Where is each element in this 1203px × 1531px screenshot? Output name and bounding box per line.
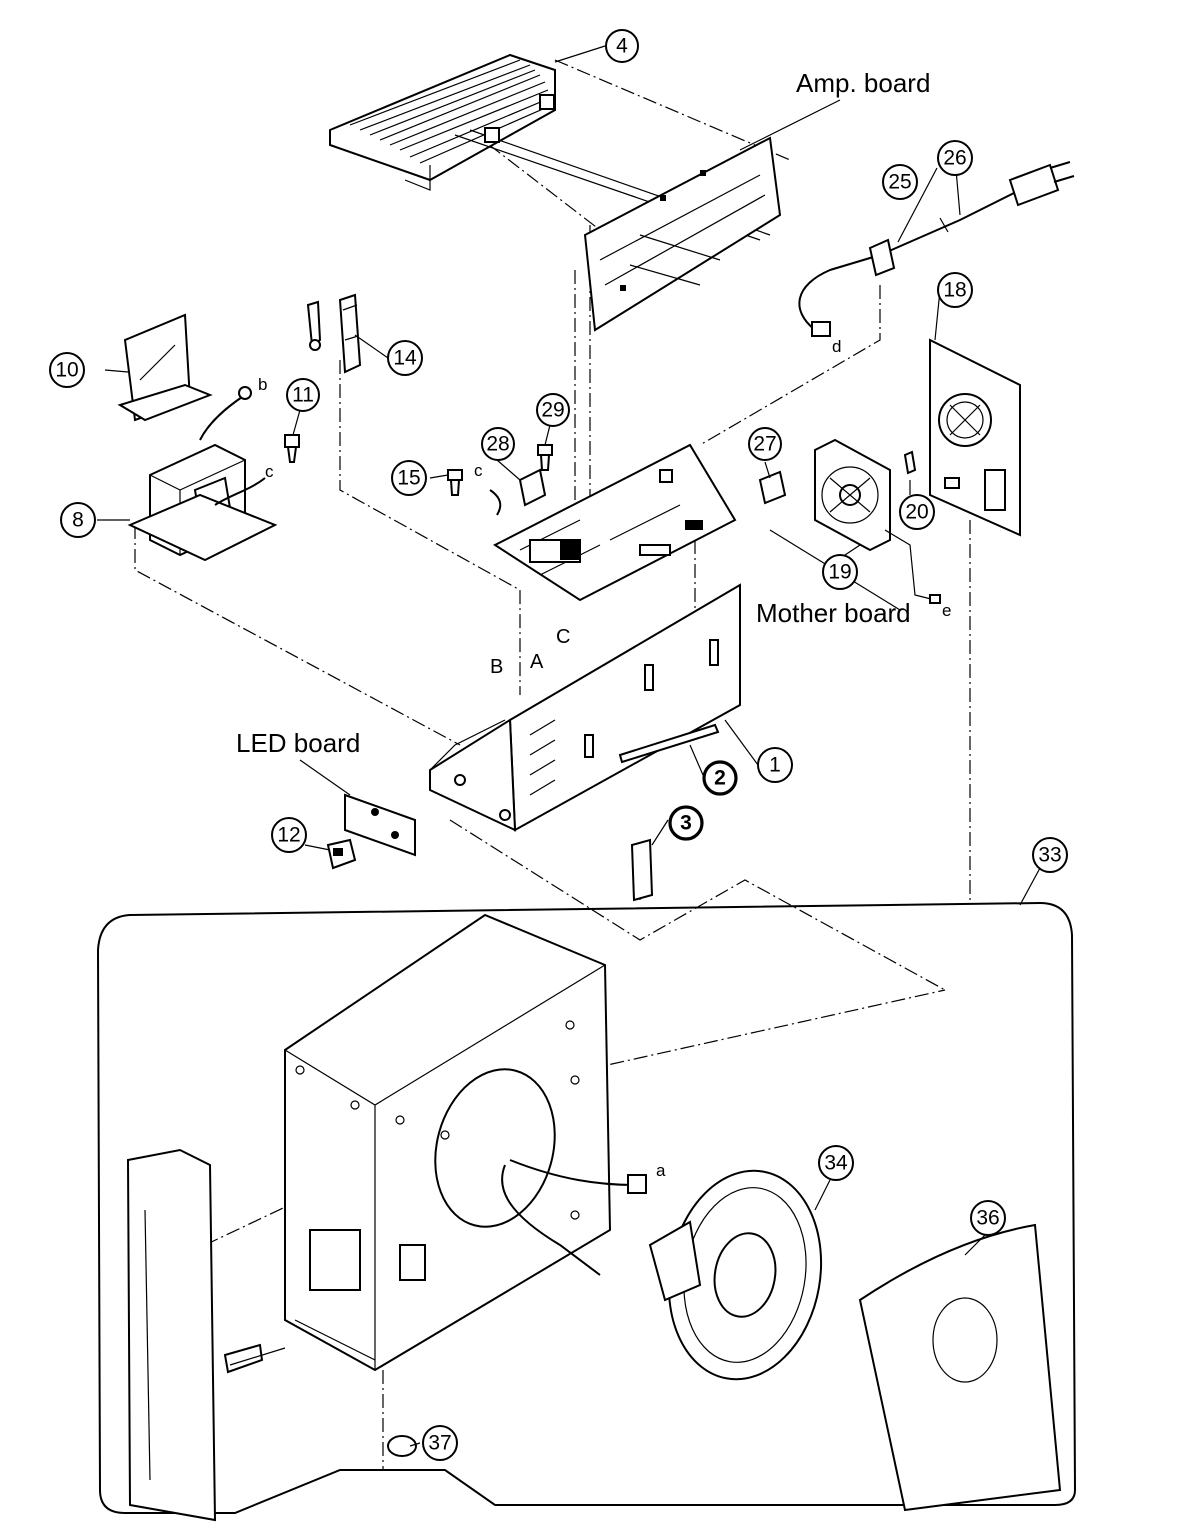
foot-part [387,1435,417,1457]
speaker-part [648,1169,823,1381]
svg-text:27: 27 [753,433,776,456]
letter-c-motherboard: c [474,461,483,480]
letter-a: a [656,1161,666,1180]
strip-part-2 [618,723,720,764]
callout-3: 3 [668,805,704,841]
svg-text:34: 34 [824,1152,848,1175]
bracket-part-14 [306,293,362,374]
svg-text:25: 25 [888,171,911,194]
front-panel-part [126,1148,286,1522]
callout-26: 26 [937,140,973,176]
amp-board [583,136,782,332]
svg-text:4: 4 [616,35,628,58]
callout-20: 20 [899,494,935,530]
callout-19: 19 [822,554,858,590]
amp-board-label: Amp. board [796,68,930,98]
svg-text:2: 2 [714,767,726,790]
transformer-bracket-part [117,313,213,422]
callout-2: 2 [702,760,738,796]
callout-1: 1 [757,747,793,783]
svg-text:19: 19 [828,561,851,584]
heatsink-part [329,53,771,241]
callout-27: 27 [748,427,782,461]
letter-d: d [832,337,841,356]
callout-37: 37 [422,1425,458,1461]
callout-10: 10 [49,352,85,388]
letter-C: C [556,626,570,648]
svg-text:26: 26 [943,147,966,170]
svg-text:18: 18 [943,279,966,302]
strip-part-3 [630,838,654,902]
letter-c-transformer: c [265,462,274,481]
svg-text:10: 10 [55,359,78,382]
led-board-part [344,793,416,857]
cabinet-part [284,913,647,1372]
rear-plate-part [929,338,1021,537]
callout-12: 12 [271,817,307,853]
letter-A: A [530,651,544,673]
callout-4: 4 [605,29,639,63]
letter-e: e [942,601,951,620]
subwoofer-assembly-frame [96,901,1077,1514]
mother-board [489,443,737,602]
grille-part [858,1223,1062,1512]
svg-text:8: 8 [72,509,84,532]
svg-text:33: 33 [1038,844,1061,867]
callout-25: 25 [882,164,918,200]
svg-text:37: 37 [428,1432,451,1455]
screw-part-29 [537,444,553,471]
callout-18: 18 [937,272,973,308]
led-board-label: LED board [236,728,360,758]
callout-8: 8 [60,502,96,538]
screw-part-15 [447,469,463,496]
fan-part [814,438,941,604]
power-cord-part [798,161,1075,337]
spacer-part-27 [758,470,787,505]
callout-29: 29 [536,393,570,427]
letter-B: B [490,656,503,678]
svg-text:20: 20 [905,501,928,524]
svg-text:3: 3 [680,812,692,835]
svg-text:29: 29 [541,399,564,422]
svg-text:1: 1 [769,754,781,777]
callout-36: 36 [970,1200,1006,1236]
callout-33: 33 [1032,837,1068,873]
chassis-part [429,583,741,832]
callout-34: 34 [818,1145,854,1181]
callout-14: 14 [387,340,423,376]
svg-text:28: 28 [486,433,509,456]
spacer-part-28 [518,468,547,507]
callout-28: 28 [481,427,515,461]
svg-text:11: 11 [292,384,314,407]
svg-text:36: 36 [976,1207,999,1230]
transformer-part [127,386,278,562]
leader-lines [97,45,1041,1447]
svg-text:14: 14 [393,347,417,370]
letter-b: b [258,375,267,394]
svg-text:12: 12 [277,824,300,847]
svg-text:15: 15 [397,467,420,490]
callout-11: 11 [286,378,320,412]
mother-board-label: Mother board [756,598,911,628]
knob-part-12 [326,838,357,870]
screw-part-11 [284,434,300,463]
callout-15: 15 [391,460,427,496]
